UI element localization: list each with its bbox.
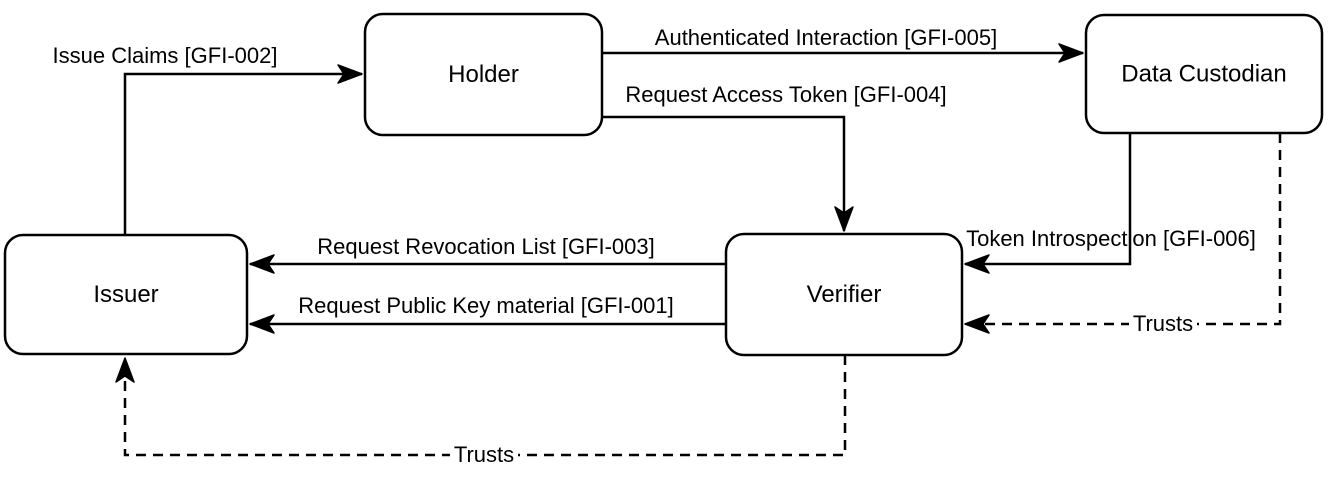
edge-trusts-data-custodian-verifier-arrow [964, 133, 1282, 334]
edge-label-request-revocation-list: Request Revocation List [GFI-003] [317, 234, 655, 259]
node-verifier: Verifier [724, 232, 964, 357]
verifier-label: Verifier [807, 281, 882, 308]
edge-label-issue-claims: Issue Claims [GFI-002] [53, 43, 278, 68]
issuer-label: Issuer [93, 281, 158, 308]
data-custodian-box [1084, 13, 1324, 135]
holder-box [363, 12, 604, 137]
edge-label-request-access-token: Request Access Token [GFI-004] [625, 82, 946, 107]
edge-issue-claims-arrow [123, 64, 363, 235]
edge-label-trusts-verifier-issuer: Trusts [454, 442, 514, 467]
trusts-bottom-label-mask [450, 444, 518, 466]
node-holder: Holder [363, 12, 604, 137]
edge-label-authenticated-interaction: Authenticated Interaction [GFI-005] [655, 25, 997, 50]
node-data-custodian: Data Custodian [1084, 13, 1324, 135]
edge-request-access-token-arrow [602, 115, 854, 232]
diagram-edges [115, 43, 1282, 457]
edge-label-request-public-key: Request Public Key material [GFI-001] [298, 293, 673, 318]
edge-token-introspection-arrow [964, 133, 1132, 274]
diagram-nodes: Issuer Holder Verifier Data Custodian [3, 12, 1324, 357]
data-custodian-label: Data Custodian [1121, 61, 1286, 88]
edge-label-trusts-data-custodian-verifier: Trusts [1133, 311, 1193, 336]
trusts-right-label-mask [1129, 313, 1197, 335]
verifier-box [724, 232, 964, 357]
issuer-box [3, 233, 249, 356]
node-issuer: Issuer [3, 233, 249, 356]
holder-label: Holder [448, 61, 519, 88]
edge-trusts-verifier-issuer-arrow [115, 355, 847, 457]
edge-label-token-introspection: Token Introspection [GFI-006] [966, 226, 1256, 251]
diagram-edge-labels: Issue Claims [GFI-002] Authenticated Int… [53, 25, 1256, 467]
